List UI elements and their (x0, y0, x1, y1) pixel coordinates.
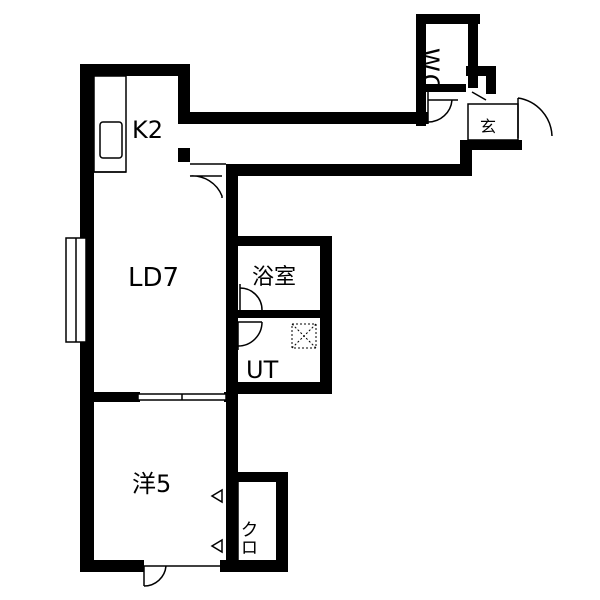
washer-pan-icon (291, 323, 317, 349)
kitchen-label: K2 (132, 116, 163, 144)
closet-label: クロ (238, 520, 259, 556)
living-dining-label: LD7 (128, 263, 179, 293)
bath-label: 浴室 (252, 265, 296, 290)
kitchen-counter (93, 75, 127, 173)
western-room-label: 洋5 (132, 470, 171, 498)
window (65, 237, 87, 343)
entrance-label: 玄 (480, 117, 496, 136)
closet-doors (210, 482, 239, 562)
walls (80, 14, 522, 572)
sliding-door (137, 393, 227, 401)
utility-label: UT (246, 356, 279, 384)
doors (143, 91, 553, 587)
toilet-label: WC (416, 48, 444, 93)
